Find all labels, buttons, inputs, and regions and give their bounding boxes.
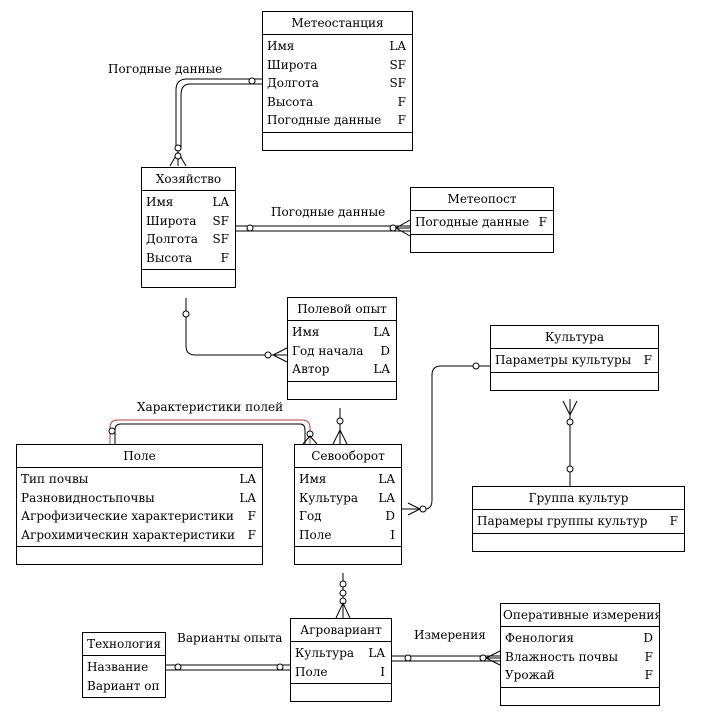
rel-label-field-characteristics: Характеристики полей: [137, 400, 284, 414]
entity-title: Технология: [83, 633, 165, 656]
attribute-row: Название: [87, 660, 149, 674]
entity-title: Культура: [491, 326, 658, 349]
attribute-list: Название Вариант оп: [83, 656, 165, 697]
entity-footer: [411, 235, 553, 252]
entity-footer: [473, 534, 684, 551]
link-meteostation-farm: [169, 77, 262, 167]
entity-footer: [17, 547, 262, 564]
link-field-rotation: [108, 419, 318, 445]
link-crop-crop-group: [562, 399, 578, 486]
entity-title: Оперативные измерения: [501, 604, 659, 627]
attribute-row: Вариант оп: [87, 678, 160, 693]
entity-footer: [263, 133, 412, 150]
entity-footer: [501, 688, 659, 705]
link-farm-meteopost: [236, 219, 411, 237]
entity-title: Поле: [17, 445, 262, 468]
rel-label-measurements: Измерения: [414, 628, 486, 642]
link-field-experiment-rotation: [332, 408, 348, 445]
rel-label-technology-variants: Варианты опыта: [177, 631, 283, 645]
entity-title: Севооборот: [295, 445, 401, 468]
link-technology-agrovariant: [166, 663, 290, 671]
entity-title: Полевой опыт: [288, 298, 396, 321]
entity-title: Метеопост: [411, 188, 553, 211]
link-agrovariant-measurements: [392, 650, 501, 666]
link-rotation-agrovariant: [335, 573, 351, 619]
entity-footer: [295, 547, 401, 564]
link-farm-field-experiment: [182, 298, 288, 363]
rel-label-farm-meteopost: Погодные данные: [271, 205, 386, 219]
link-rotation-crop: [402, 362, 490, 516]
entity-footer: [142, 270, 235, 287]
entity-title: Агровариант: [291, 619, 391, 642]
entity-title: Метеостанция: [263, 12, 412, 35]
rel-label-farm-meteostation: Погодные данные: [108, 62, 223, 76]
entity-footer: [288, 382, 396, 399]
entity-footer: [491, 373, 658, 390]
entity-title: Группа культур: [473, 487, 684, 510]
entity-title: Хозяйство: [142, 168, 235, 191]
entity-technology[interactable]: Технология Название Вариант оп: [82, 632, 166, 698]
entity-footer: [291, 684, 391, 701]
